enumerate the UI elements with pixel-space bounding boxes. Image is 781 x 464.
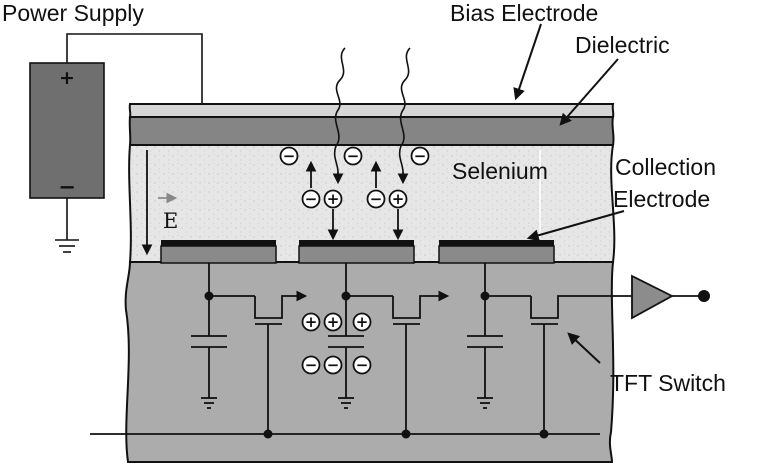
charge-symbols: − − − − + − + + + + [279,146,430,375]
electron-sign: − [283,147,296,165]
charge-drift-arrows [305,160,404,241]
power-supply-label: Power Supply [2,0,144,26]
collection-electrode-2 [298,245,415,264]
collection-electrode-label-line2: Electrode [613,186,711,212]
collection-electrode-3 [438,245,555,264]
electron-hole-pair: − + [301,189,343,209]
electron-charge: − [410,146,430,166]
stored-positive-charges: + + + [301,312,372,332]
bias-electrode-label: Bias Electrode [450,0,599,26]
x-ray-2 [398,47,411,173]
output-node [698,290,710,302]
electron-charge: − [279,146,299,166]
stored-negative-charges: − − − [301,355,372,375]
dielectric-layer [128,116,615,146]
svg-text:+: + [356,313,369,331]
collection-electrode-label-line1: Collection [615,154,716,180]
svg-text:−: − [305,190,318,208]
photon-absorption-arrows [332,172,409,185]
supply-top-wire [66,33,203,104]
selenium-label: Selenium [452,158,548,184]
e-field-label: E [163,209,179,233]
svg-text:−: − [305,356,318,374]
svg-text:−: − [370,190,383,208]
battery-minus-sign: − [58,175,76,199]
x-ray-photons [333,47,411,173]
x-ray-1 [333,47,346,173]
circuit-nodes [204,291,549,439]
collection-electrodes [160,240,555,264]
battery-plus-sign: + [59,67,75,89]
svg-text:+: + [392,190,405,208]
electron-sign: − [414,147,427,165]
electron-charge: − [343,146,363,166]
supply-ground-icon [55,239,79,253]
svg-text:−: − [327,356,340,374]
svg-text:+: + [327,190,340,208]
electron-sign: − [347,147,360,165]
e-field-arrows [141,150,178,256]
readout-circuit [90,263,703,435]
bias-electrode [128,103,615,118]
power-supply [29,33,203,253]
electron-hole-pair: − + [366,189,408,209]
amplifier-icon [631,274,674,320]
detector-stack [124,103,616,463]
label-pointers [513,23,625,364]
tft-switch-label: TFT Switch [610,370,726,396]
collection-electrode-1 [160,245,277,264]
svg-text:+: + [327,313,340,331]
svg-text:+: + [305,313,318,331]
dielectric-label: Dielectric [575,32,670,58]
svg-text:−: − [356,356,369,374]
